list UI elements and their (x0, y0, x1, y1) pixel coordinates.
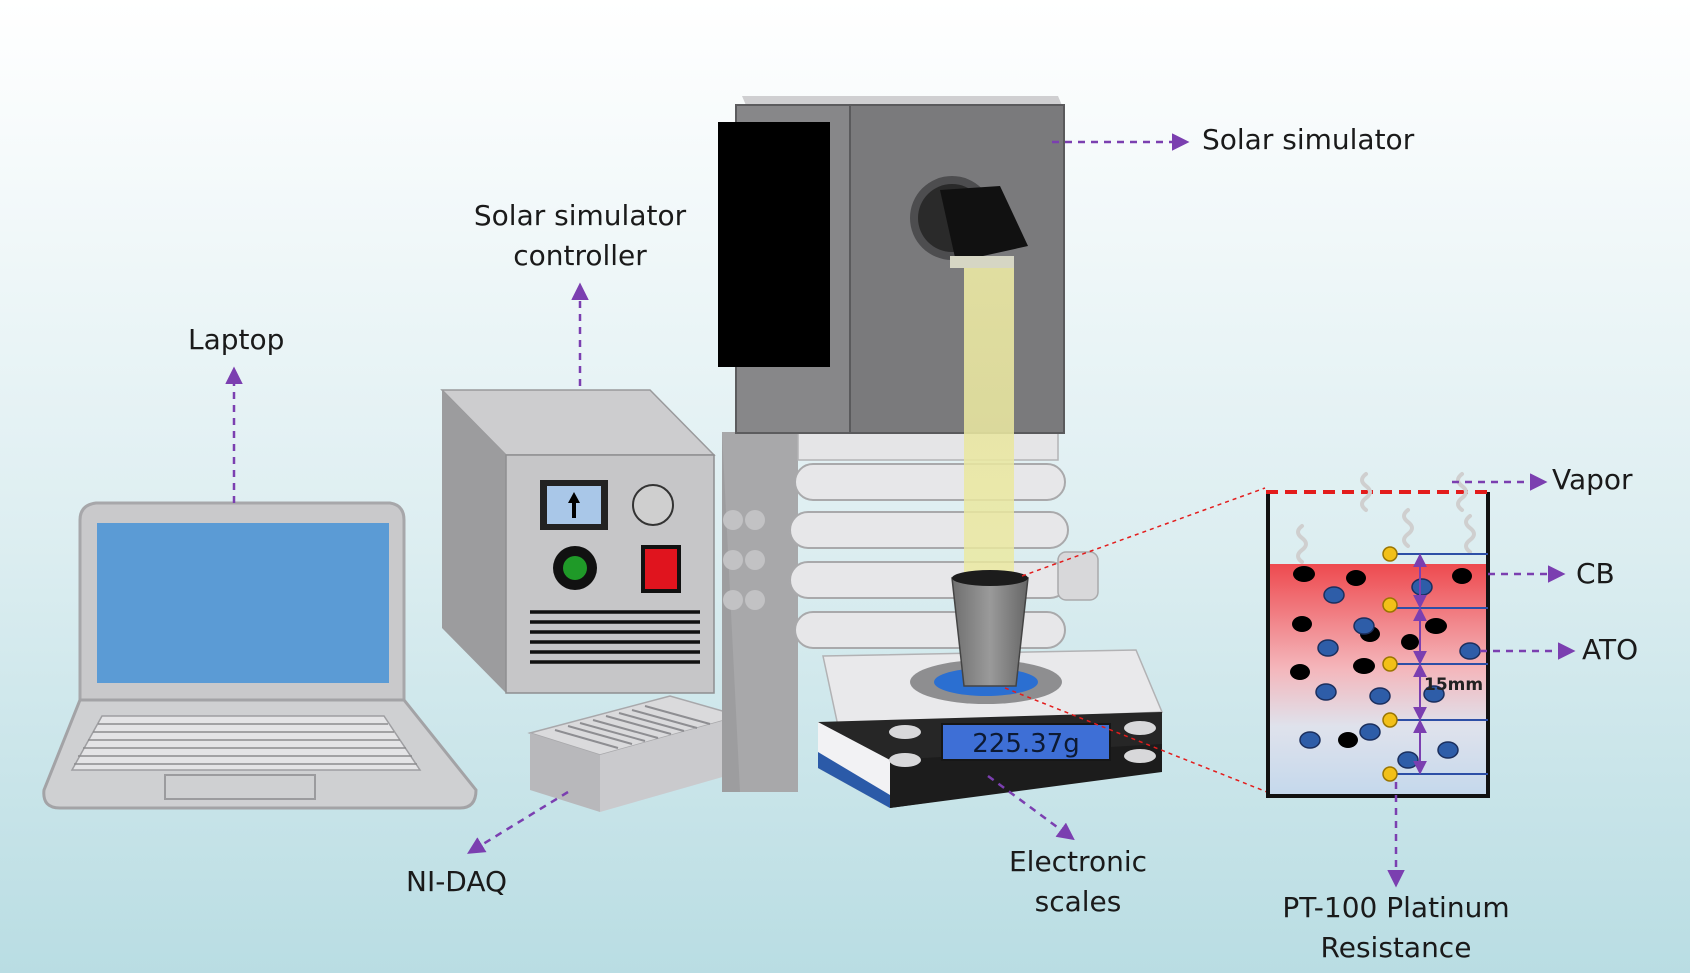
label-pt100: PT-100 Platinum Resistance (1250, 888, 1542, 968)
sample-cup (951, 577, 1029, 687)
label-scales-line1: Electronic (1008, 845, 1148, 878)
solar-simulator (718, 96, 1065, 593)
pt100-sensors (1382, 546, 1398, 782)
vapor-wisps (1296, 472, 1476, 564)
label-ni-daq: NI-DAQ (406, 865, 508, 898)
label-controller: Solar simulator controller (450, 196, 710, 276)
label-cb: CB (1576, 557, 1615, 590)
beaker-cross-section: 15mm (1266, 472, 1490, 798)
scale-readout: 225.37g (972, 729, 1079, 759)
arrow-scales (987, 774, 1075, 841)
label-controller-line2: controller (513, 239, 647, 272)
laptop-screen (97, 523, 389, 683)
label-ato: ATO (1582, 633, 1639, 666)
electronic-scales (818, 570, 1164, 808)
ni-daq-device (527, 695, 743, 812)
label-scales-line2: scales (1034, 885, 1122, 918)
label-scales: Electronic scales (980, 842, 1176, 922)
label-vapor: Vapor (1552, 463, 1633, 496)
scale-display (941, 723, 1111, 761)
label-laptop: Laptop (188, 323, 285, 356)
light-beam (964, 268, 1014, 593)
label-controller-line1: Solar simulator (473, 199, 687, 232)
zoom-guides (1004, 487, 1273, 795)
label-pt100-line2: Resistance (1320, 931, 1472, 964)
distance-label: 15mm (1424, 675, 1483, 695)
laptop-keyboard (74, 723, 417, 765)
label-solar-simulator: Solar simulator (1202, 123, 1415, 156)
leader-arrows (225, 133, 1576, 888)
laptop (42, 501, 478, 810)
cb-particles (1290, 566, 1472, 748)
arrow-ni-daq (467, 790, 569, 854)
solar-simulator-controller (440, 389, 716, 694)
label-pt100-line1: PT-100 Platinum (1282, 891, 1510, 924)
sensor-lines (1392, 553, 1488, 775)
